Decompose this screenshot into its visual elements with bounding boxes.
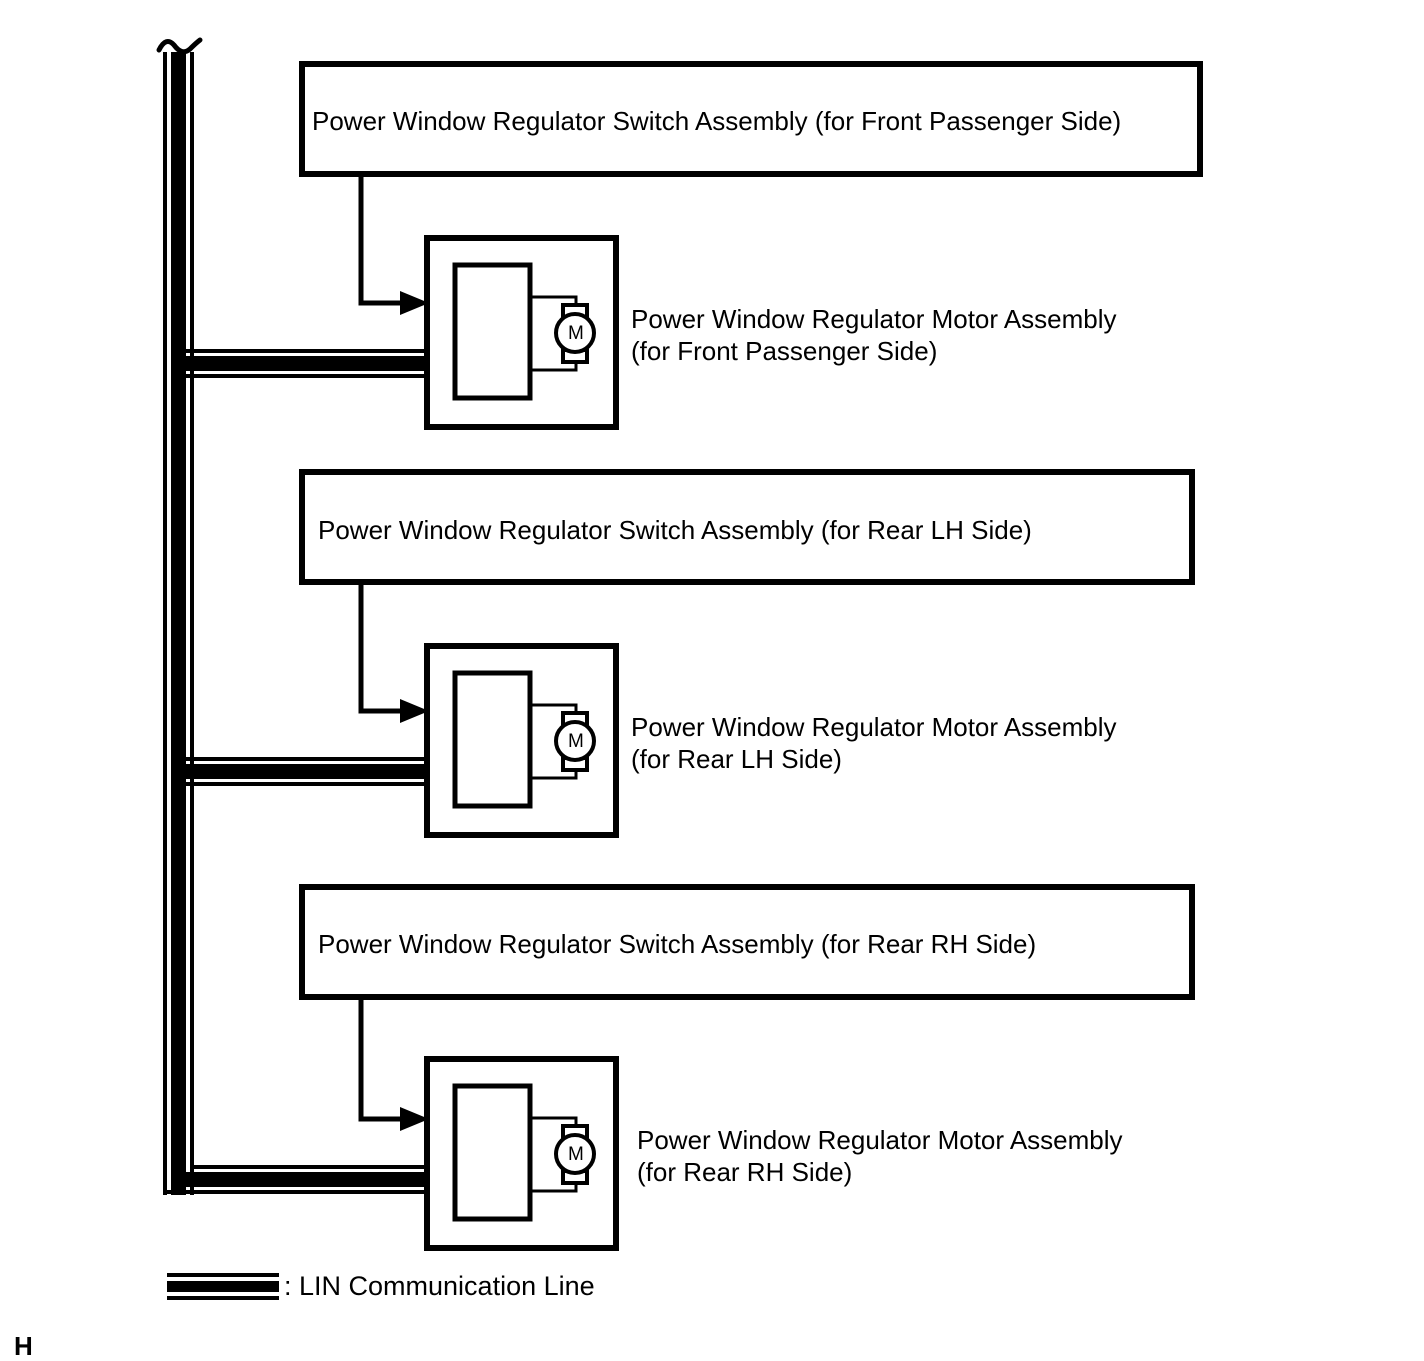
motor-symbol-letter: M <box>568 323 584 344</box>
motor-symbol-circle <box>554 720 596 762</box>
motor-label-rear-rh-line1: Power Window Regulator Motor Assembly <box>637 1125 1123 1155</box>
motor-symbol-letter: M <box>568 731 584 752</box>
motor-symbol-circle <box>554 1133 596 1175</box>
motor-symbol-circle <box>554 312 596 354</box>
motor-label-rear-rh-line2: (for Rear RH Side) <box>637 1157 853 1187</box>
legend-lin-line-swatch <box>167 1273 279 1300</box>
connector-switch-to-motor-front-passenger <box>358 174 429 315</box>
motor-label-rear-lh-line2: (for Rear LH Side) <box>631 744 842 774</box>
lin-branch-front-passenger <box>171 349 433 378</box>
motor-label-front-passenger-line2: (for Front Passenger Side) <box>631 336 938 366</box>
motor-symbol-letter: M <box>568 1144 584 1165</box>
switch-label-rear-lh: Power Window Regulator Switch Assembly (… <box>318 515 1032 545</box>
legend-label: : LIN Communication Line <box>284 1271 595 1301</box>
switch-label-rear-rh: Power Window Regulator Switch Assembly (… <box>318 929 1037 959</box>
lin-branch-rear-lh <box>171 757 433 786</box>
switch-box-rear-lh[interactable] <box>299 469 1195 585</box>
motor-assembly-rear-rh[interactable] <box>424 1056 619 1251</box>
switch-box-rear-rh[interactable] <box>299 884 1195 1000</box>
motor-assembly-front-passenger[interactable] <box>424 235 619 430</box>
motor-label-rear-lh-line1: Power Window Regulator Motor Assembly <box>631 712 1117 742</box>
page-marker: H <box>14 1331 33 1361</box>
connector-switch-to-motor-rear-lh <box>358 582 429 723</box>
motor-assembly-rear-lh[interactable] <box>424 643 619 838</box>
motor-label-front-passenger-line1: Power Window Regulator Motor Assembly <box>631 304 1117 334</box>
switch-label-front-passenger: Power Window Regulator Switch Assembly (… <box>312 106 1122 136</box>
bus-break-icon <box>156 37 203 55</box>
lin-branch-rear-rh <box>163 52 433 1194</box>
switch-box-front-passenger[interactable] <box>299 61 1203 177</box>
connector-switch-to-motor-rear-rh <box>358 997 429 1131</box>
